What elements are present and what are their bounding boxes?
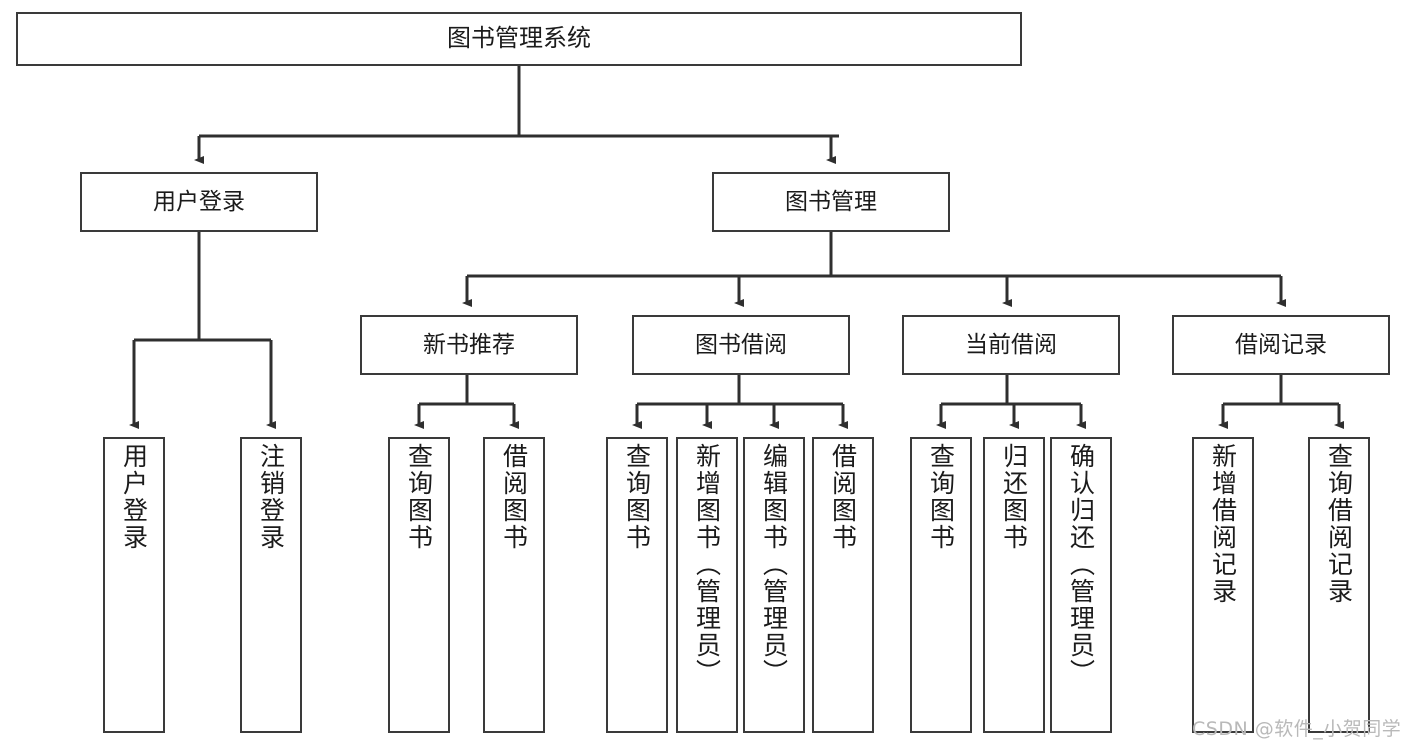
node-label: 借阅图书 — [828, 443, 858, 551]
node-label: 查询借阅记录 — [1324, 443, 1354, 605]
node-label: 注销登录 — [256, 443, 286, 551]
node-label: 新书推荐 — [423, 331, 515, 358]
leaf-user-logout[interactable]: 注销登录 — [240, 437, 302, 733]
node-root-system[interactable]: 图书管理系统 — [16, 12, 1022, 66]
node-label: 图书借阅 — [695, 331, 787, 358]
node-current-borrow[interactable]: 当前借阅 — [902, 315, 1120, 375]
node-label: 确认归还（管理员） — [1066, 443, 1096, 686]
node-borrow-record[interactable]: 借阅记录 — [1172, 315, 1390, 375]
node-label: 借阅记录 — [1235, 331, 1327, 358]
node-new-book-recommend[interactable]: 新书推荐 — [360, 315, 578, 375]
leaf-record-query-record[interactable]: 查询借阅记录 — [1308, 437, 1370, 733]
leaf-borrow-query-book[interactable]: 查询图书 — [606, 437, 668, 733]
leaf-user-login[interactable]: 用户登录 — [103, 437, 165, 733]
node-book-management-module[interactable]: 图书管理 — [712, 172, 950, 232]
leaf-record-add-record[interactable]: 新增借阅记录 — [1192, 437, 1254, 733]
node-label: 新增图书（管理员） — [692, 443, 722, 686]
node-label: 图书管理系统 — [447, 24, 591, 53]
node-label: 查询图书 — [404, 443, 434, 551]
node-label: 编辑图书（管理员） — [759, 443, 789, 686]
node-label: 用户登录 — [119, 443, 149, 551]
node-user-login-module[interactable]: 用户登录 — [80, 172, 318, 232]
leaf-current-query-book[interactable]: 查询图书 — [910, 437, 972, 733]
node-book-borrow[interactable]: 图书借阅 — [632, 315, 850, 375]
leaf-newbook-borrow-book[interactable]: 借阅图书 — [483, 437, 545, 733]
leaf-newbook-query-book[interactable]: 查询图书 — [388, 437, 450, 733]
node-label: 图书管理 — [785, 188, 877, 215]
leaf-borrow-edit-book-admin[interactable]: 编辑图书（管理员） — [743, 437, 805, 733]
leaf-borrow-borrow-book[interactable]: 借阅图书 — [812, 437, 874, 733]
leaf-current-return-book[interactable]: 归还图书 — [983, 437, 1045, 733]
node-label: 新增借阅记录 — [1208, 443, 1238, 605]
node-label: 归还图书 — [999, 443, 1029, 551]
csdn-watermark: CSDN @软件_小贺同学 — [1192, 718, 1402, 740]
node-label: 用户登录 — [153, 188, 245, 215]
node-label: 当前借阅 — [965, 331, 1057, 358]
node-label: 查询图书 — [622, 443, 652, 551]
node-label: 查询图书 — [926, 443, 956, 551]
leaf-current-confirm-return-admin[interactable]: 确认归还（管理员） — [1050, 437, 1112, 733]
node-label: 借阅图书 — [499, 443, 529, 551]
leaf-borrow-add-book-admin[interactable]: 新增图书（管理员） — [676, 437, 738, 733]
